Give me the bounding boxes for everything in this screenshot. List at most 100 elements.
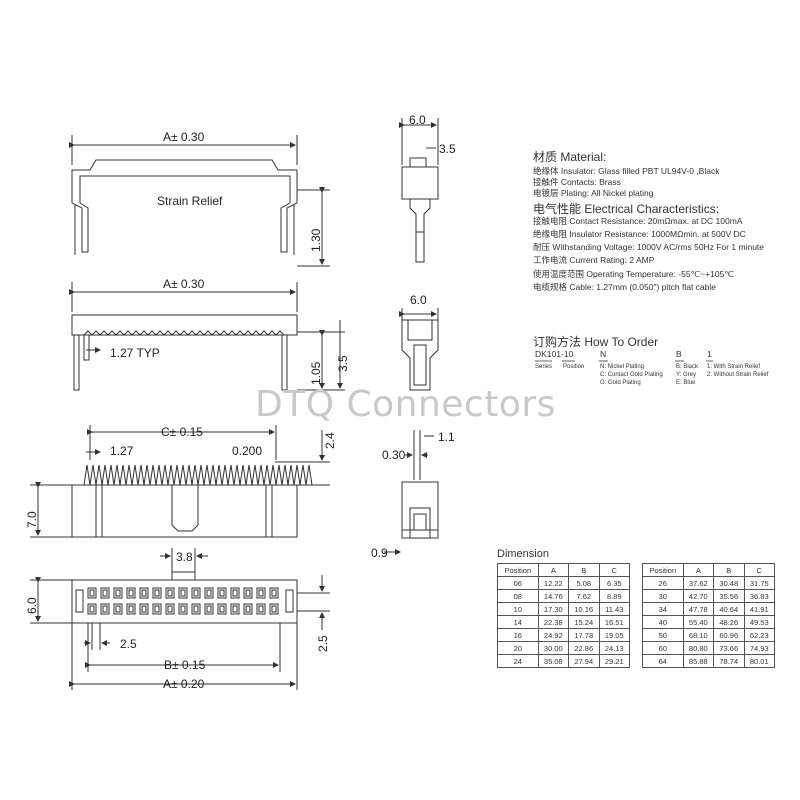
pin-contact: [271, 605, 277, 613]
table-cell: 31.75: [743, 576, 775, 590]
pin-cavity: [165, 587, 175, 599]
dimension-header-cell: C: [598, 563, 630, 577]
order-n-opt-2: G: Gold Plating: [600, 380, 641, 386]
pin-contact: [89, 589, 95, 597]
bottom-view: 3.8 6.0 2.5 2.5 B± 0.15 A± 0.20: [25, 548, 330, 691]
pin-contact: [232, 589, 238, 597]
top-view: A± 0.30 1.30 Strain Relief: [69, 130, 330, 267]
table-cell: 5.08: [568, 576, 600, 590]
pin-contact: [141, 589, 147, 597]
front-tooth: 0.200: [232, 444, 262, 458]
table-cell: 24.92: [537, 628, 570, 642]
table-cell: 40.64: [713, 602, 745, 616]
bottom-key: 3.8: [176, 550, 193, 564]
pin-cavity: [100, 587, 110, 599]
order-position-label: Position: [563, 364, 585, 370]
side-bottom-slot: 1.1: [438, 430, 455, 444]
table-cell: 19.05: [598, 628, 630, 642]
pin-contact: [258, 605, 264, 613]
dimension-header-cell: Position: [497, 563, 539, 577]
pin-contact: [128, 589, 134, 597]
front-top: 2.4: [323, 432, 337, 449]
table-cell: 34: [642, 602, 684, 616]
pin-cavity: [139, 587, 149, 599]
table-cell: 64: [642, 654, 684, 668]
pin-contact: [167, 605, 173, 613]
pin-cavity: [191, 587, 201, 599]
pin-cavity: [165, 603, 175, 615]
table-cell: 41.91: [743, 602, 775, 616]
pin-cavity: [204, 603, 214, 615]
pin-grid: [87, 587, 279, 615]
dimension-header-cell: Position: [642, 563, 684, 577]
pin-cavity: [217, 603, 227, 615]
table-cell: 85.88: [682, 654, 715, 668]
dimension-header-cell: B: [568, 563, 600, 577]
side-bottom-pin: 0.30: [382, 448, 406, 462]
pin-cavity: [269, 587, 279, 599]
table-cell: 49.53: [743, 615, 775, 629]
order-b-opt-1: Y: Grey: [676, 372, 697, 378]
table-cell: 80.01: [743, 654, 775, 668]
mid-pitch: 1.27 TYP: [110, 346, 160, 360]
table-cell: 35.08: [537, 654, 570, 668]
table-cell: 27.94: [568, 654, 600, 668]
strain-relief-label: Strain Relief: [157, 194, 223, 208]
table-cell: 30.00: [537, 641, 570, 655]
front-view: C± 0.15 1.27 0.200 2.4 7.0: [25, 425, 337, 538]
pin-cavity: [87, 587, 97, 599]
pin-contact: [154, 605, 160, 613]
pin-cavity: [243, 587, 253, 599]
mid-view: A± 0.30 1.27 TYP 1.05 3.5: [69, 277, 350, 391]
pin-contact: [271, 589, 277, 597]
pin-cavity: [243, 603, 253, 615]
insulator-resistance-spec: 绝缘电阻 Insulator Resistance: 1000MΩmin. at…: [533, 229, 746, 239]
table-cell: 35.56: [713, 589, 745, 603]
pin-cavity: [152, 603, 162, 615]
order-n: N: [600, 349, 607, 359]
pin-cavity: [230, 587, 240, 599]
bottom-width: 6.0: [25, 597, 39, 614]
side-view-bottom: 1.1 0.30 0.9: [371, 430, 455, 560]
table-cell: 30.48: [713, 576, 745, 590]
pin-cavity: [178, 603, 188, 615]
bottom-row: 2.5: [316, 635, 330, 652]
table-cell: 29.21: [598, 654, 630, 668]
table-cell: 8.89: [598, 589, 630, 603]
table-cell: 10: [497, 602, 539, 616]
order-series-label: Series: [535, 364, 553, 370]
pin-contact: [206, 589, 212, 597]
material-title: 材质 Material:: [533, 150, 607, 164]
pin-cavity: [100, 603, 110, 615]
pin-cavity: [217, 587, 227, 599]
bottom-dim-a: A± 0.20: [163, 677, 205, 691]
top-height: 1.30: [309, 228, 323, 252]
pin-cavity: [256, 603, 266, 615]
pin-contact: [245, 605, 251, 613]
table-cell: 22.86: [568, 641, 600, 655]
pin-cavity: [152, 587, 162, 599]
mid-dim-a: A± 0.30: [163, 277, 205, 291]
table-cell: 26: [642, 576, 684, 590]
side-bottom-base: 0.9: [371, 546, 388, 560]
pin-cavity: [269, 603, 279, 615]
order-b-opt-2: E: Blue: [676, 380, 696, 386]
table-cell: 24: [497, 654, 539, 668]
pin-contact: [141, 605, 147, 613]
pin-contact: [115, 605, 121, 613]
pin-contact: [193, 589, 199, 597]
pin-contact: [102, 589, 108, 597]
cable-spec: 电缆规格 Cable: 1.27mm (0.050") pitch flat c…: [533, 282, 717, 292]
order-one: 1: [707, 349, 712, 359]
pin-contact: [232, 605, 238, 613]
pin-contact: [180, 605, 186, 613]
pin-contact: [258, 589, 264, 597]
order-code: DK101-10: [535, 349, 574, 359]
table-cell: 06: [497, 576, 539, 590]
